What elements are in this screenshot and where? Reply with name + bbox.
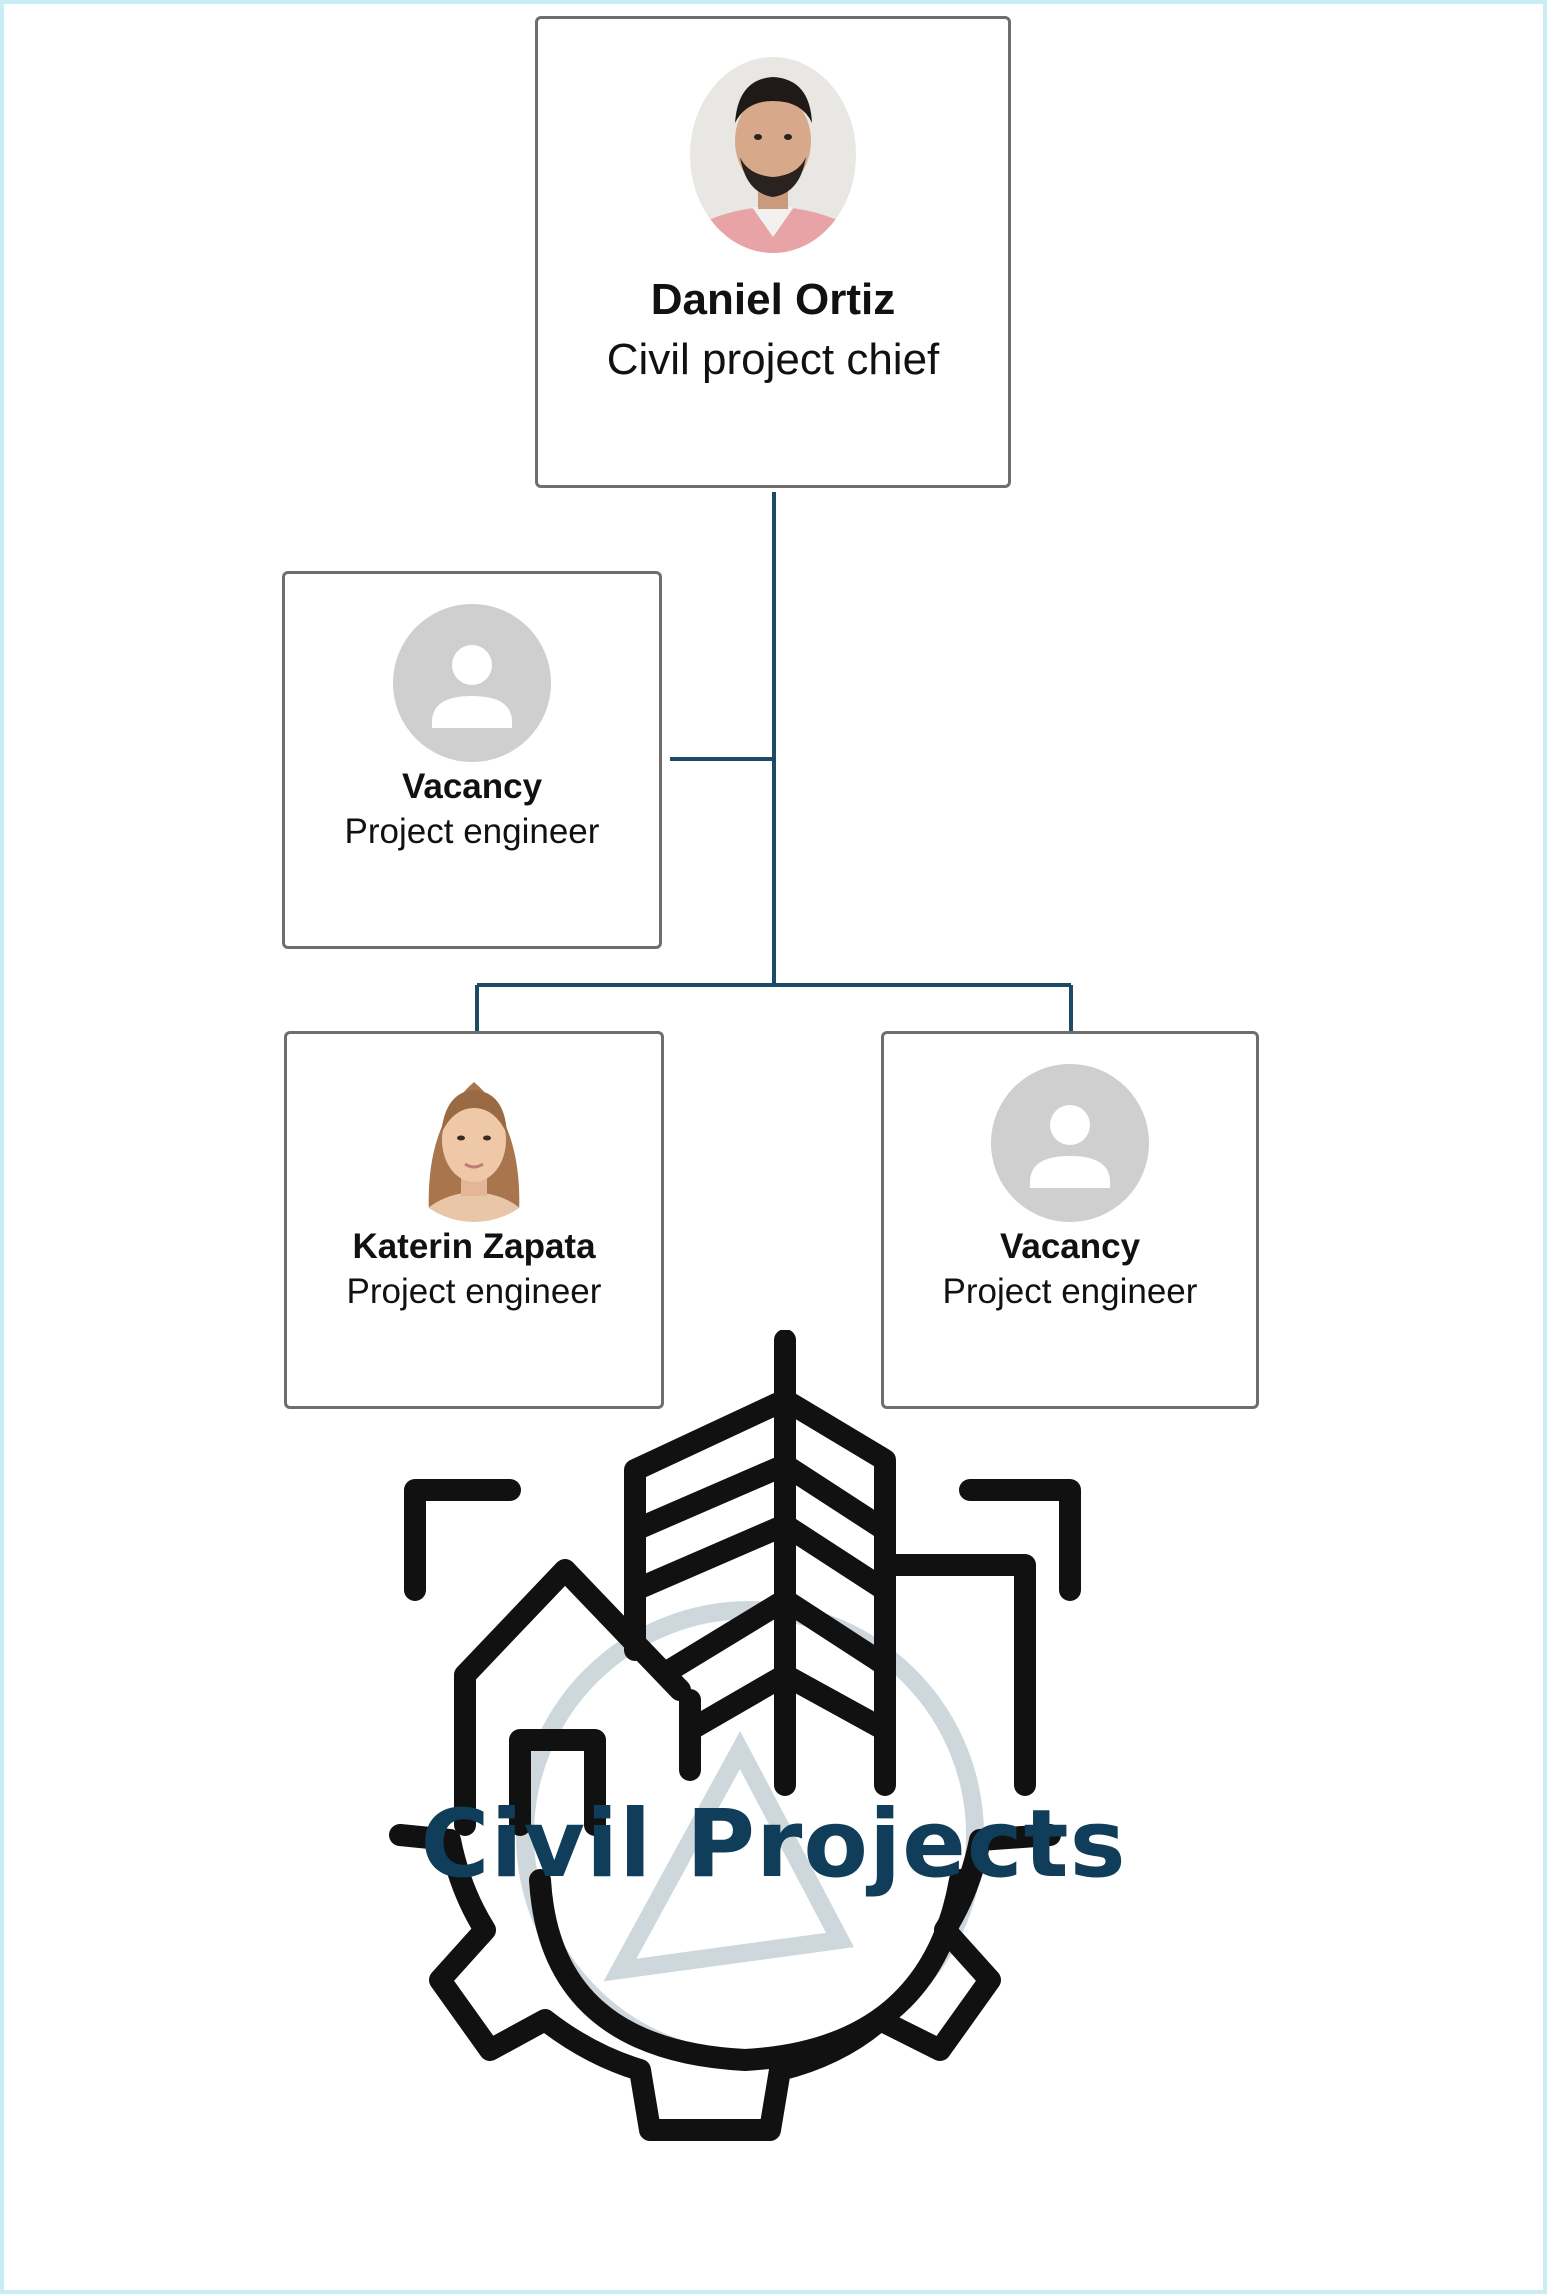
person-photo-icon (690, 57, 856, 253)
org-card-root[interactable]: Daniel Ortiz Civil project chief (535, 16, 1011, 488)
avatar-placeholder (393, 604, 551, 762)
assistant-role: Project engineer (344, 812, 600, 851)
root-role: Civil project chief (606, 335, 940, 384)
person-placeholder-icon (393, 604, 551, 762)
report-2-name: Vacancy (999, 1227, 1141, 1266)
org-card-report-2[interactable]: Vacancy Project engineer (881, 1031, 1259, 1409)
root-name: Daniel Ortiz (650, 275, 896, 324)
assistant-name: Vacancy (401, 767, 543, 806)
building-gear-icon (389, 1330, 1081, 2141)
org-card-assistant[interactable]: Vacancy Project engineer (282, 571, 662, 949)
report-1-role: Project engineer (346, 1272, 602, 1311)
report-2-role: Project engineer (942, 1272, 1198, 1311)
person-photo-icon (395, 1064, 553, 1222)
org-card-report-1[interactable]: Katerin Zapata Project engineer (284, 1031, 664, 1409)
logo-text: Civil Projects (420, 1790, 1127, 1899)
avatar-katerin-zapata (395, 1064, 553, 1222)
avatar-placeholder (991, 1064, 1149, 1222)
avatar-daniel-ortiz (690, 57, 856, 253)
person-placeholder-icon (991, 1064, 1149, 1222)
report-1-name: Katerin Zapata (352, 1227, 596, 1266)
